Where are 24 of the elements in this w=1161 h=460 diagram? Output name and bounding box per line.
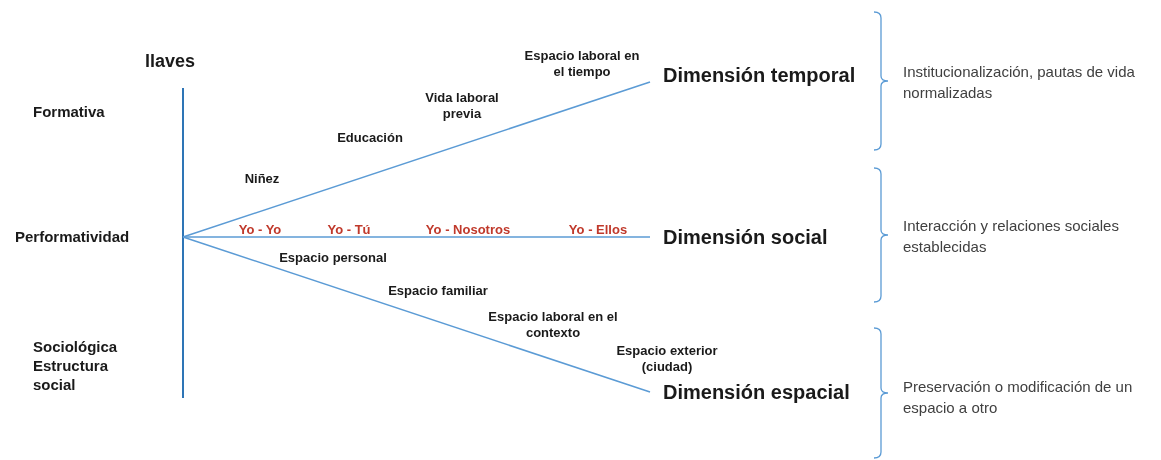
description-text: Preservación o modificación de un espacio a otro [903, 377, 1134, 418]
description-text: Institucionalización, pautas de vida normalizadas [903, 62, 1136, 103]
dimension-label: Dimensión social [650, 227, 828, 247]
line-label: Espacio familiar [388, 283, 488, 300]
heading: llaves [145, 50, 196, 73]
description-text: Interacción y relaciones sociales establecidas [903, 216, 1120, 257]
line-label: Educación [337, 130, 403, 147]
relation-label: Yo - Tú [327, 221, 371, 239]
dimension-label: Dimensión espacial [650, 382, 850, 402]
line-label: Espacio laboral en el contexto [487, 309, 619, 342]
line-label: Espacio personal [279, 250, 387, 267]
connector-line [182, 236, 651, 393]
category-label: Performatividad [15, 228, 130, 247]
relation-label: Yo - Ellos [568, 221, 628, 239]
category-label: Sociológica Estructura social [33, 338, 119, 395]
line-label: Espacio laboral en el tiempo [523, 48, 641, 81]
line-label: Espacio exterior (ciudad) [615, 343, 719, 376]
line-label: Vida laboral previa [424, 90, 500, 123]
dimension-label: Dimensión temporal [650, 65, 856, 85]
category-label: Formativa [33, 103, 105, 122]
line-label: Niñez [244, 171, 280, 188]
connector-line [182, 81, 651, 238]
relation-label: Yo - Yo [238, 221, 282, 239]
relation-label: Yo - Nosotros [425, 221, 511, 239]
